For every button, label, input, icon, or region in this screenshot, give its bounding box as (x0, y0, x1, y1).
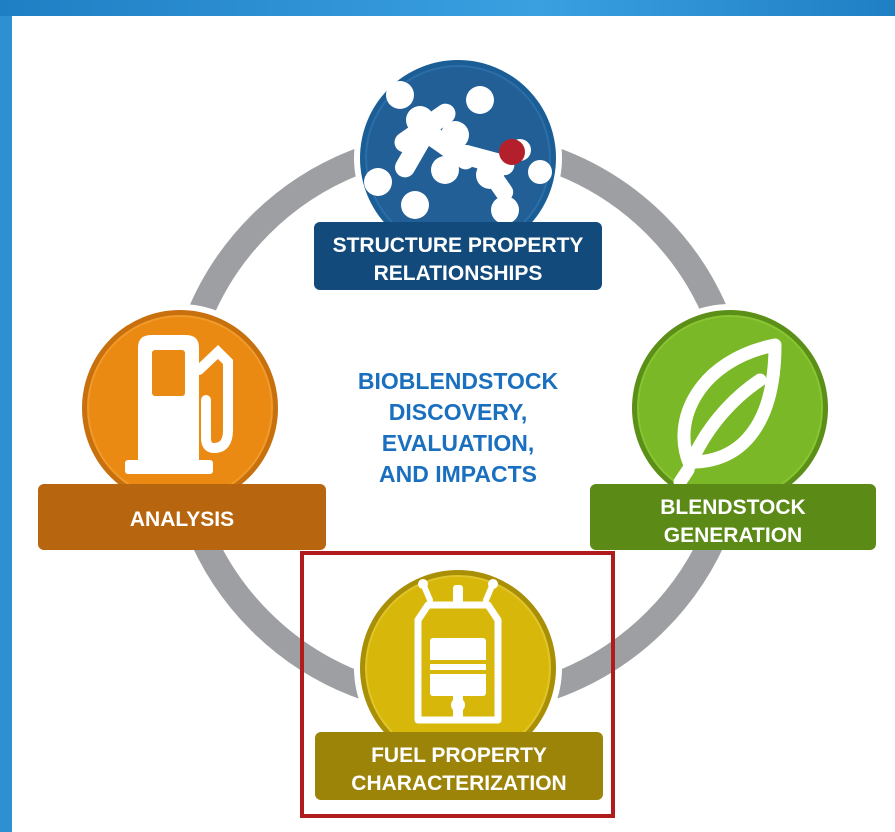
center-line-2: DISCOVERY, (389, 399, 527, 425)
molecule-icon (364, 81, 552, 224)
top-banner-strip (0, 0, 895, 16)
oxygen-atom (499, 139, 525, 165)
node-fuel-property-characterization[interactable]: FUEL PROPERTY CHARACTERIZATION (315, 564, 603, 800)
leaf-icon (673, 338, 782, 489)
blendstock-label-line-2: GENERATION (664, 524, 802, 547)
node-analysis[interactable]: ANALYSIS (38, 304, 326, 550)
center-title: BIOBLENDSTOCK DISCOVERY, EVALUATION, AND… (358, 368, 559, 487)
fuel-label-line-1: FUEL PROPERTY (371, 744, 547, 767)
center-line-1: BIOBLENDSTOCK (358, 368, 559, 394)
node-blendstock-generation[interactable]: BLENDSTOCK GENERATION (590, 304, 876, 550)
structure-label-line-2: RELATIONSHIPS (374, 262, 543, 285)
highlight-box (300, 551, 615, 818)
analysis-label: ANALYSIS (130, 508, 234, 531)
fuel-pump-icon (125, 335, 233, 474)
node-structure-property[interactable]: STRUCTURE PROPERTY RELATIONSHIPS (314, 54, 602, 290)
blendstock-label-line-1: BLENDSTOCK (660, 496, 805, 519)
center-line-4: AND IMPACTS (379, 461, 537, 487)
fuel-label-line-2: CHARACTERIZATION (351, 772, 566, 795)
structure-label-line-1: STRUCTURE PROPERTY (333, 234, 584, 257)
center-line-3: EVALUATION, (382, 430, 534, 456)
engine-piston-icon (414, 579, 502, 724)
